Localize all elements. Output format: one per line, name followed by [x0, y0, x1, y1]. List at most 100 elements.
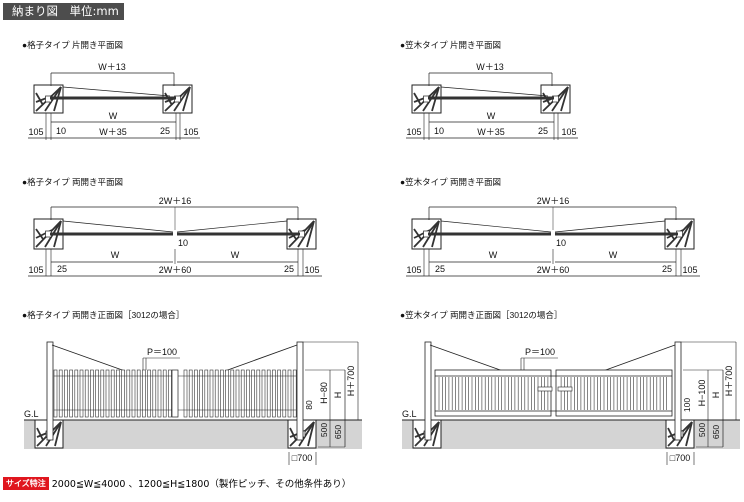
- dim-label: 2W＋16: [159, 196, 192, 206]
- hatch: [675, 220, 693, 248]
- hatch: [306, 220, 315, 248]
- support-cable: [429, 344, 504, 372]
- lattice-bar: [240, 369, 245, 418]
- hatch: [551, 86, 569, 112]
- support-cable: [602, 344, 676, 372]
- depth-label: 650: [711, 425, 721, 439]
- section-header: 納まり図 単位:mm: [3, 3, 124, 20]
- lattice-bar: [58, 369, 63, 418]
- pitch-label: P＝100: [147, 347, 177, 357]
- height-label: H: [333, 392, 343, 399]
- lattice-bar: [69, 369, 73, 418]
- dim-label: 2W＋60: [537, 265, 570, 275]
- elevation-title: ●笠木タイプ 両開き正面図［3012の場合］: [400, 310, 562, 320]
- height-label: 100: [682, 398, 692, 412]
- hatch: [36, 427, 44, 441]
- hatch: [173, 86, 191, 112]
- dim-label: 10: [556, 238, 566, 248]
- dim-label: W: [231, 250, 240, 260]
- support-cable: [51, 344, 126, 372]
- dim-label: 25: [662, 264, 672, 274]
- lattice-bar: [136, 369, 141, 418]
- hatch: [35, 92, 44, 106]
- pitch-label: P＝100: [525, 347, 555, 357]
- hatch: [35, 228, 44, 240]
- elevation-view: ●格子タイプ 両開き正面図［3012の場合］G.LP＝100H＋700HH−80…: [22, 310, 362, 465]
- lattice-bar: [116, 369, 120, 418]
- lattice-bar: [131, 369, 136, 418]
- lattice-bar: [162, 369, 167, 418]
- dim-label: W: [487, 111, 496, 121]
- dim-label: W: [609, 250, 618, 260]
- footing-size-label: □700: [292, 453, 312, 463]
- dim-label: 105: [406, 265, 421, 275]
- lattice-bar: [183, 369, 188, 418]
- dim-label: 105: [682, 265, 697, 275]
- center-stile: [171, 369, 179, 418]
- lattice-bar: [235, 369, 240, 418]
- dim-label: 2W＋60: [159, 265, 192, 275]
- lattice-bar: [147, 369, 151, 418]
- hatch: [413, 92, 422, 106]
- dim-label: 105: [183, 127, 198, 137]
- size-note: サイズ特注 2000≦W≦4000 、1200≦H≦1800（製作ピッチ、その他…: [3, 476, 351, 490]
- hatch: [182, 86, 191, 112]
- lattice-bar: [168, 369, 172, 418]
- plan-title: ●格子タイプ 片開き平面図: [22, 40, 123, 50]
- dim-label: 25: [284, 264, 294, 274]
- lattice-bar: [64, 369, 68, 418]
- lattice-bar: [95, 369, 99, 418]
- dim-label: 10: [56, 126, 66, 136]
- post: [296, 341, 304, 441]
- dim-label: W＋35: [477, 127, 505, 137]
- lattice-bar: [100, 369, 105, 418]
- hatch: [684, 220, 693, 248]
- hatch: [307, 421, 315, 447]
- hatch: [685, 421, 693, 447]
- lattice-bar: [214, 369, 219, 418]
- height-label: H: [711, 392, 721, 399]
- hatch: [413, 228, 422, 240]
- lattice-bar: [292, 369, 297, 418]
- dim-label: 105: [561, 127, 576, 137]
- hatch: [667, 427, 675, 441]
- dim-label: 105: [304, 265, 319, 275]
- post: [674, 341, 682, 441]
- plan-title: ●格子タイプ 両開き平面図: [22, 177, 123, 187]
- depth-label: 650: [333, 425, 343, 439]
- dim-label: 10: [178, 238, 188, 248]
- dim-label: W＋35: [99, 127, 127, 137]
- hatch: [560, 86, 569, 112]
- dim-label: 105: [28, 127, 43, 137]
- lattice-bar: [152, 369, 157, 418]
- hatch: [676, 421, 693, 447]
- dim-label: W: [109, 111, 118, 121]
- elevation-view: ●笠木タイプ 両開き正面図［3012の場合］G.LP＝100H＋700HH−10…: [400, 310, 740, 465]
- plan-title: ●笠木タイプ 両開き平面図: [400, 177, 501, 187]
- hatch: [289, 427, 297, 441]
- lattice-bar: [74, 369, 79, 418]
- lattice-bar: [266, 369, 271, 418]
- lattice-bar: [79, 369, 84, 418]
- elevation-title: ●格子タイプ 両開き正面図［3012の場合］: [22, 310, 184, 320]
- dim-label: 105: [28, 265, 43, 275]
- height-label: H−100: [697, 380, 707, 407]
- lattice-bar: [282, 369, 287, 418]
- lattice-bar: [272, 369, 276, 418]
- size-range-text: 2000≦W≦4000 、1200≦H≦1800（製作ピッチ、その他条件あり）: [51, 479, 352, 490]
- dim-label: 25: [435, 264, 445, 274]
- lattice-bar: [199, 369, 203, 418]
- support-cable: [224, 344, 298, 372]
- plan-title: ●笠木タイプ 片開き平面図: [400, 40, 501, 50]
- dim-label: 10: [434, 126, 444, 136]
- height-label: H−80: [319, 382, 329, 404]
- lattice-bar: [261, 369, 266, 418]
- dim-line: [62, 220, 174, 233]
- depth-label: 500: [697, 423, 707, 437]
- lattice-bar: [126, 369, 131, 418]
- dim-label: 25: [160, 126, 170, 136]
- handle: [537, 386, 553, 392]
- lattice-bar: [105, 369, 110, 418]
- handle: [557, 386, 573, 392]
